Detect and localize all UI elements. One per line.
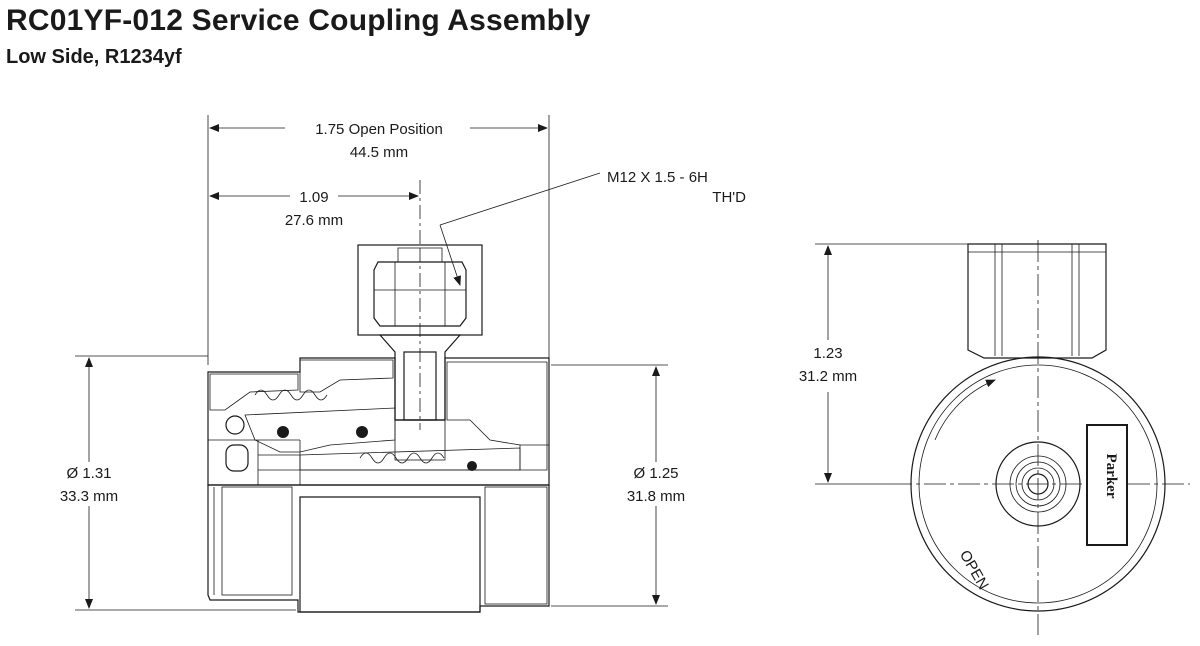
offset-in-label: 1.09	[299, 189, 328, 206]
end-view: OPEN Parker 1.23 31.2 mm	[799, 240, 1190, 635]
dia-left-mm-label: 33.3 mm	[60, 488, 118, 505]
coupling-outer-ring	[910, 356, 1166, 612]
height-in-label: 1.23	[813, 345, 842, 362]
dimension-open-width: 1.75 Open Position 44.5 mm	[209, 121, 548, 161]
thread-spec-label-2: TH'D	[712, 189, 746, 206]
knurled-sleeve	[207, 484, 550, 613]
dia-right-in-label: Ø 1.25	[633, 465, 678, 482]
parker-logo-text: Parker	[1103, 454, 1119, 499]
dimension-left-diameter: Ø 1.31 33.3 mm	[60, 355, 296, 611]
open-width-mm-label: 44.5 mm	[350, 144, 408, 161]
dimension-height: 1.23 31.2 mm	[799, 243, 968, 485]
coupling-body-section	[207, 357, 550, 486]
open-width-in-label: 1.75 Open Position	[315, 121, 443, 138]
dia-left-in-label: Ø 1.31	[66, 465, 111, 482]
hex-fitting-section	[357, 244, 483, 430]
parker-logo: Parker	[1086, 424, 1128, 546]
dimension-offset: 1.09 27.6 mm	[209, 189, 419, 229]
section-view: 1.75 Open Position 44.5 mm 1.09 27.6 mm …	[60, 115, 746, 613]
offset-mm-label: 27.6 mm	[285, 212, 343, 229]
dia-right-mm-label: 31.8 mm	[627, 488, 685, 505]
height-mm-label: 31.2 mm	[799, 368, 857, 385]
page-subtitle: Low Side, R1234yf	[6, 46, 182, 68]
hex-nut-side-view	[967, 243, 1107, 359]
dimension-right-diameter: Ø 1.25 31.8 mm	[551, 364, 685, 607]
page-title: RC01YF-012 Service Coupling Assembly	[6, 4, 591, 37]
thread-spec-label: M12 X 1.5 - 6H	[607, 169, 708, 186]
